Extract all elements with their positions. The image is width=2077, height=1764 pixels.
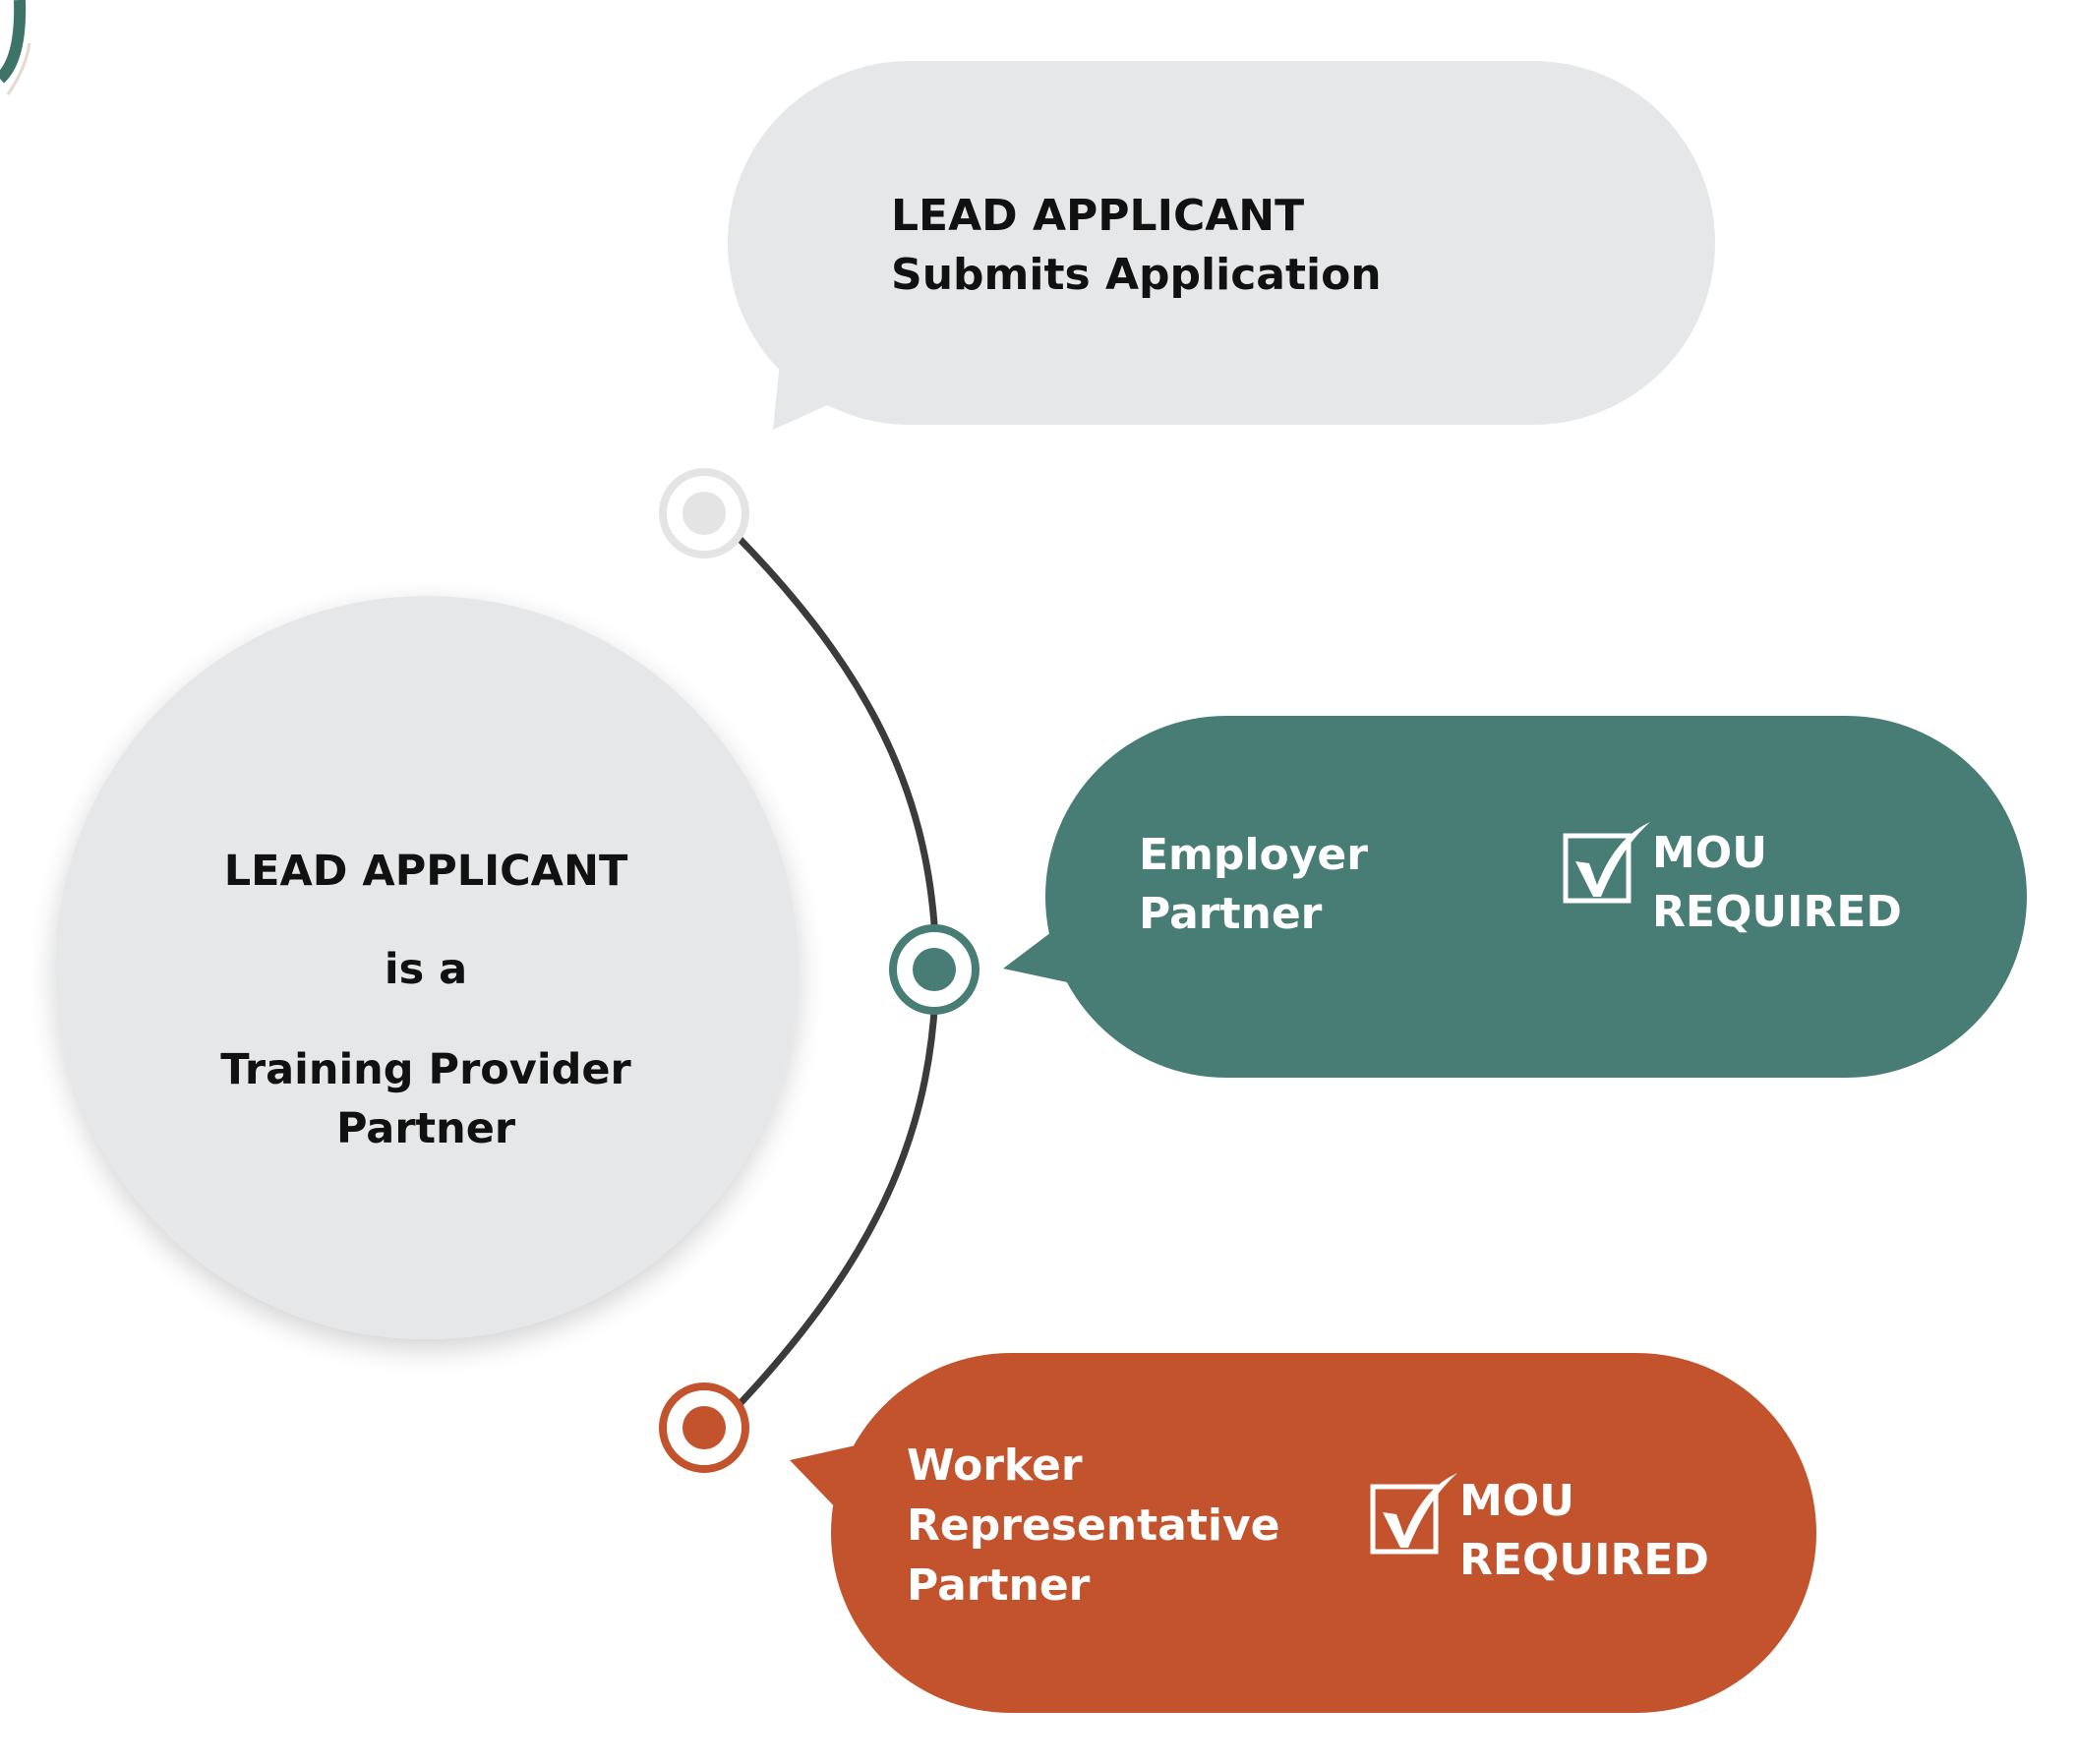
- lead-applicant-description: LEAD APPLICANT is a Training Provider Pa…: [87, 842, 765, 1158]
- employer-line-1: Employer: [1139, 830, 1368, 880]
- corner-arc-decoration-light: [6, 42, 31, 95]
- lead-applicant-circle: [55, 596, 799, 1339]
- employer-line-2: Partner: [1139, 889, 1323, 939]
- employer-label: Employer Partner: [1139, 826, 1368, 944]
- node-bottom-inner: [682, 1406, 726, 1449]
- top-speech-bubble: [728, 61, 1715, 425]
- lead-circle-line-2: is a: [384, 945, 468, 994]
- lead-circle-line-1: LEAD APPLICANT: [223, 847, 628, 896]
- corner-arc-decoration: [0, 0, 27, 84]
- worker-label: Worker Representative Partner: [907, 1436, 1279, 1616]
- top-bubble-line-2: Submits Application: [891, 250, 1382, 300]
- worker-speech-bubble: [831, 1353, 1816, 1713]
- node-middle-inner: [913, 948, 956, 991]
- lead-circle-line-3: Training Provider: [220, 1045, 631, 1094]
- worker-mou-line-1: MOU: [1459, 1476, 1574, 1526]
- checkbox-check-icon: [1370, 1473, 1457, 1555]
- checkbox-check-icon: [1563, 822, 1650, 904]
- worker-mou-label: MOU REQUIRED: [1459, 1472, 1709, 1590]
- lead-circle-line-4: Partner: [335, 1104, 516, 1153]
- worker-line-1: Worker: [907, 1441, 1083, 1491]
- top-bubble-line-1: LEAD APPLICANT: [891, 191, 1305, 241]
- employer-mou-label: MOU REQUIRED: [1652, 824, 1902, 942]
- employer-mou-line-2: REQUIRED: [1652, 887, 1902, 937]
- employer-speech-bubble: [1045, 716, 2027, 1078]
- worker-line-2: Representative: [907, 1500, 1280, 1551]
- employer-mou-line-1: MOU: [1652, 828, 1767, 878]
- worker-mou-line-2: REQUIRED: [1459, 1535, 1709, 1585]
- top-bubble-label: LEAD APPLICANT Submits Application: [891, 187, 1382, 305]
- worker-line-3: Partner: [907, 1560, 1091, 1611]
- node-top-inner: [682, 492, 726, 535]
